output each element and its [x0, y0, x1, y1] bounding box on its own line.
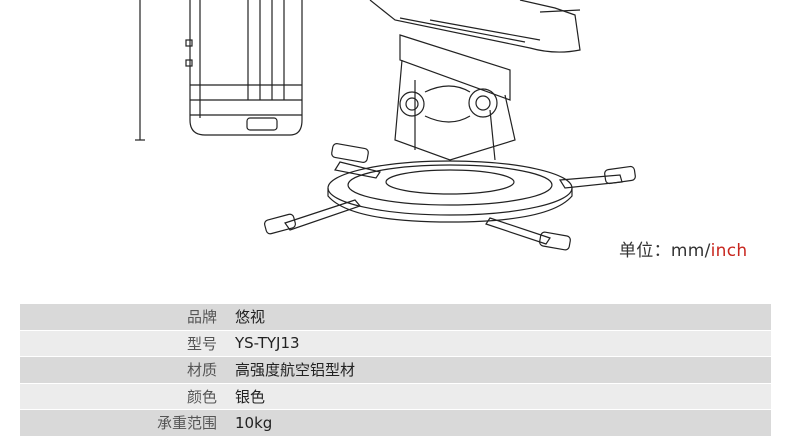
spec-key: 品牌 — [186, 308, 217, 327]
spec-value: 银色 — [235, 387, 266, 406]
unit-label: 单位：mm/inch — [619, 236, 747, 261]
spec-row-load: 承重范围 10kg — [20, 409, 771, 436]
spec-value: YS-TYJ13 — [235, 334, 300, 353]
spec-value: 10kg — [235, 413, 273, 432]
spec-value: 悠视 — [235, 308, 266, 327]
spec-key: 颜色 — [186, 387, 217, 406]
unit-inch: inch — [710, 241, 748, 261]
spec-key: 材质 — [186, 361, 217, 380]
spec-value: 高强度航空铝型材 — [235, 361, 356, 380]
spec-row-color: 颜色 银色 — [20, 382, 771, 409]
spec-row-material: 材质 高强度航空铝型材 — [20, 356, 771, 383]
spec-row-brand: 品牌 悠视 — [20, 303, 771, 330]
unit-prefix: 单位：mm/ — [619, 241, 711, 261]
projector-mount-drawing — [20, 0, 771, 303]
spec-row-model: 型号 YS-TYJ13 — [20, 329, 771, 356]
spec-key: 承重范围 — [156, 414, 217, 433]
spec-table: 品牌 悠视 型号 YS-TYJ13 材质 高强度航空铝型材 颜色 银色 承重范围… — [20, 303, 771, 436]
spec-key: 型号 — [186, 334, 217, 353]
